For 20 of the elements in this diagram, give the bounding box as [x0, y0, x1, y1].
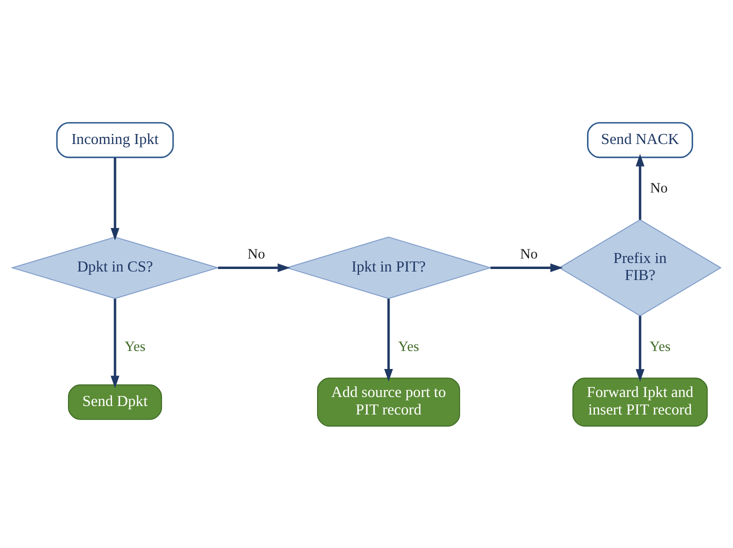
- node-diamond: Prefix in FIB?: [558, 218, 722, 316]
- edge-label: Yes: [124, 338, 146, 354]
- node-box: Send NACK: [587, 122, 694, 158]
- edge-label: No: [247, 246, 266, 262]
- arrow: [384, 298, 393, 381]
- node-box: Add source port to PIT record: [317, 377, 460, 426]
- arrow: [636, 315, 644, 382]
- arrow: [490, 262, 563, 272]
- edge-label: Yes: [398, 338, 420, 354]
- arrow: [218, 262, 290, 272]
- node-box: Forward Ipkt and insert PIT record: [572, 377, 708, 426]
- node-box: Incoming Ipkt: [56, 122, 174, 158]
- node-diamond: Dpkt in CS?: [10, 236, 220, 298]
- edge-label: Yes: [650, 338, 671, 354]
- arrow: [110, 157, 120, 240]
- edge-label: No: [520, 246, 538, 262]
- arrow: [636, 153, 644, 220]
- node-box: Send Dpkt: [68, 384, 162, 420]
- arrow: [110, 298, 120, 388]
- edge-label: No: [650, 180, 668, 196]
